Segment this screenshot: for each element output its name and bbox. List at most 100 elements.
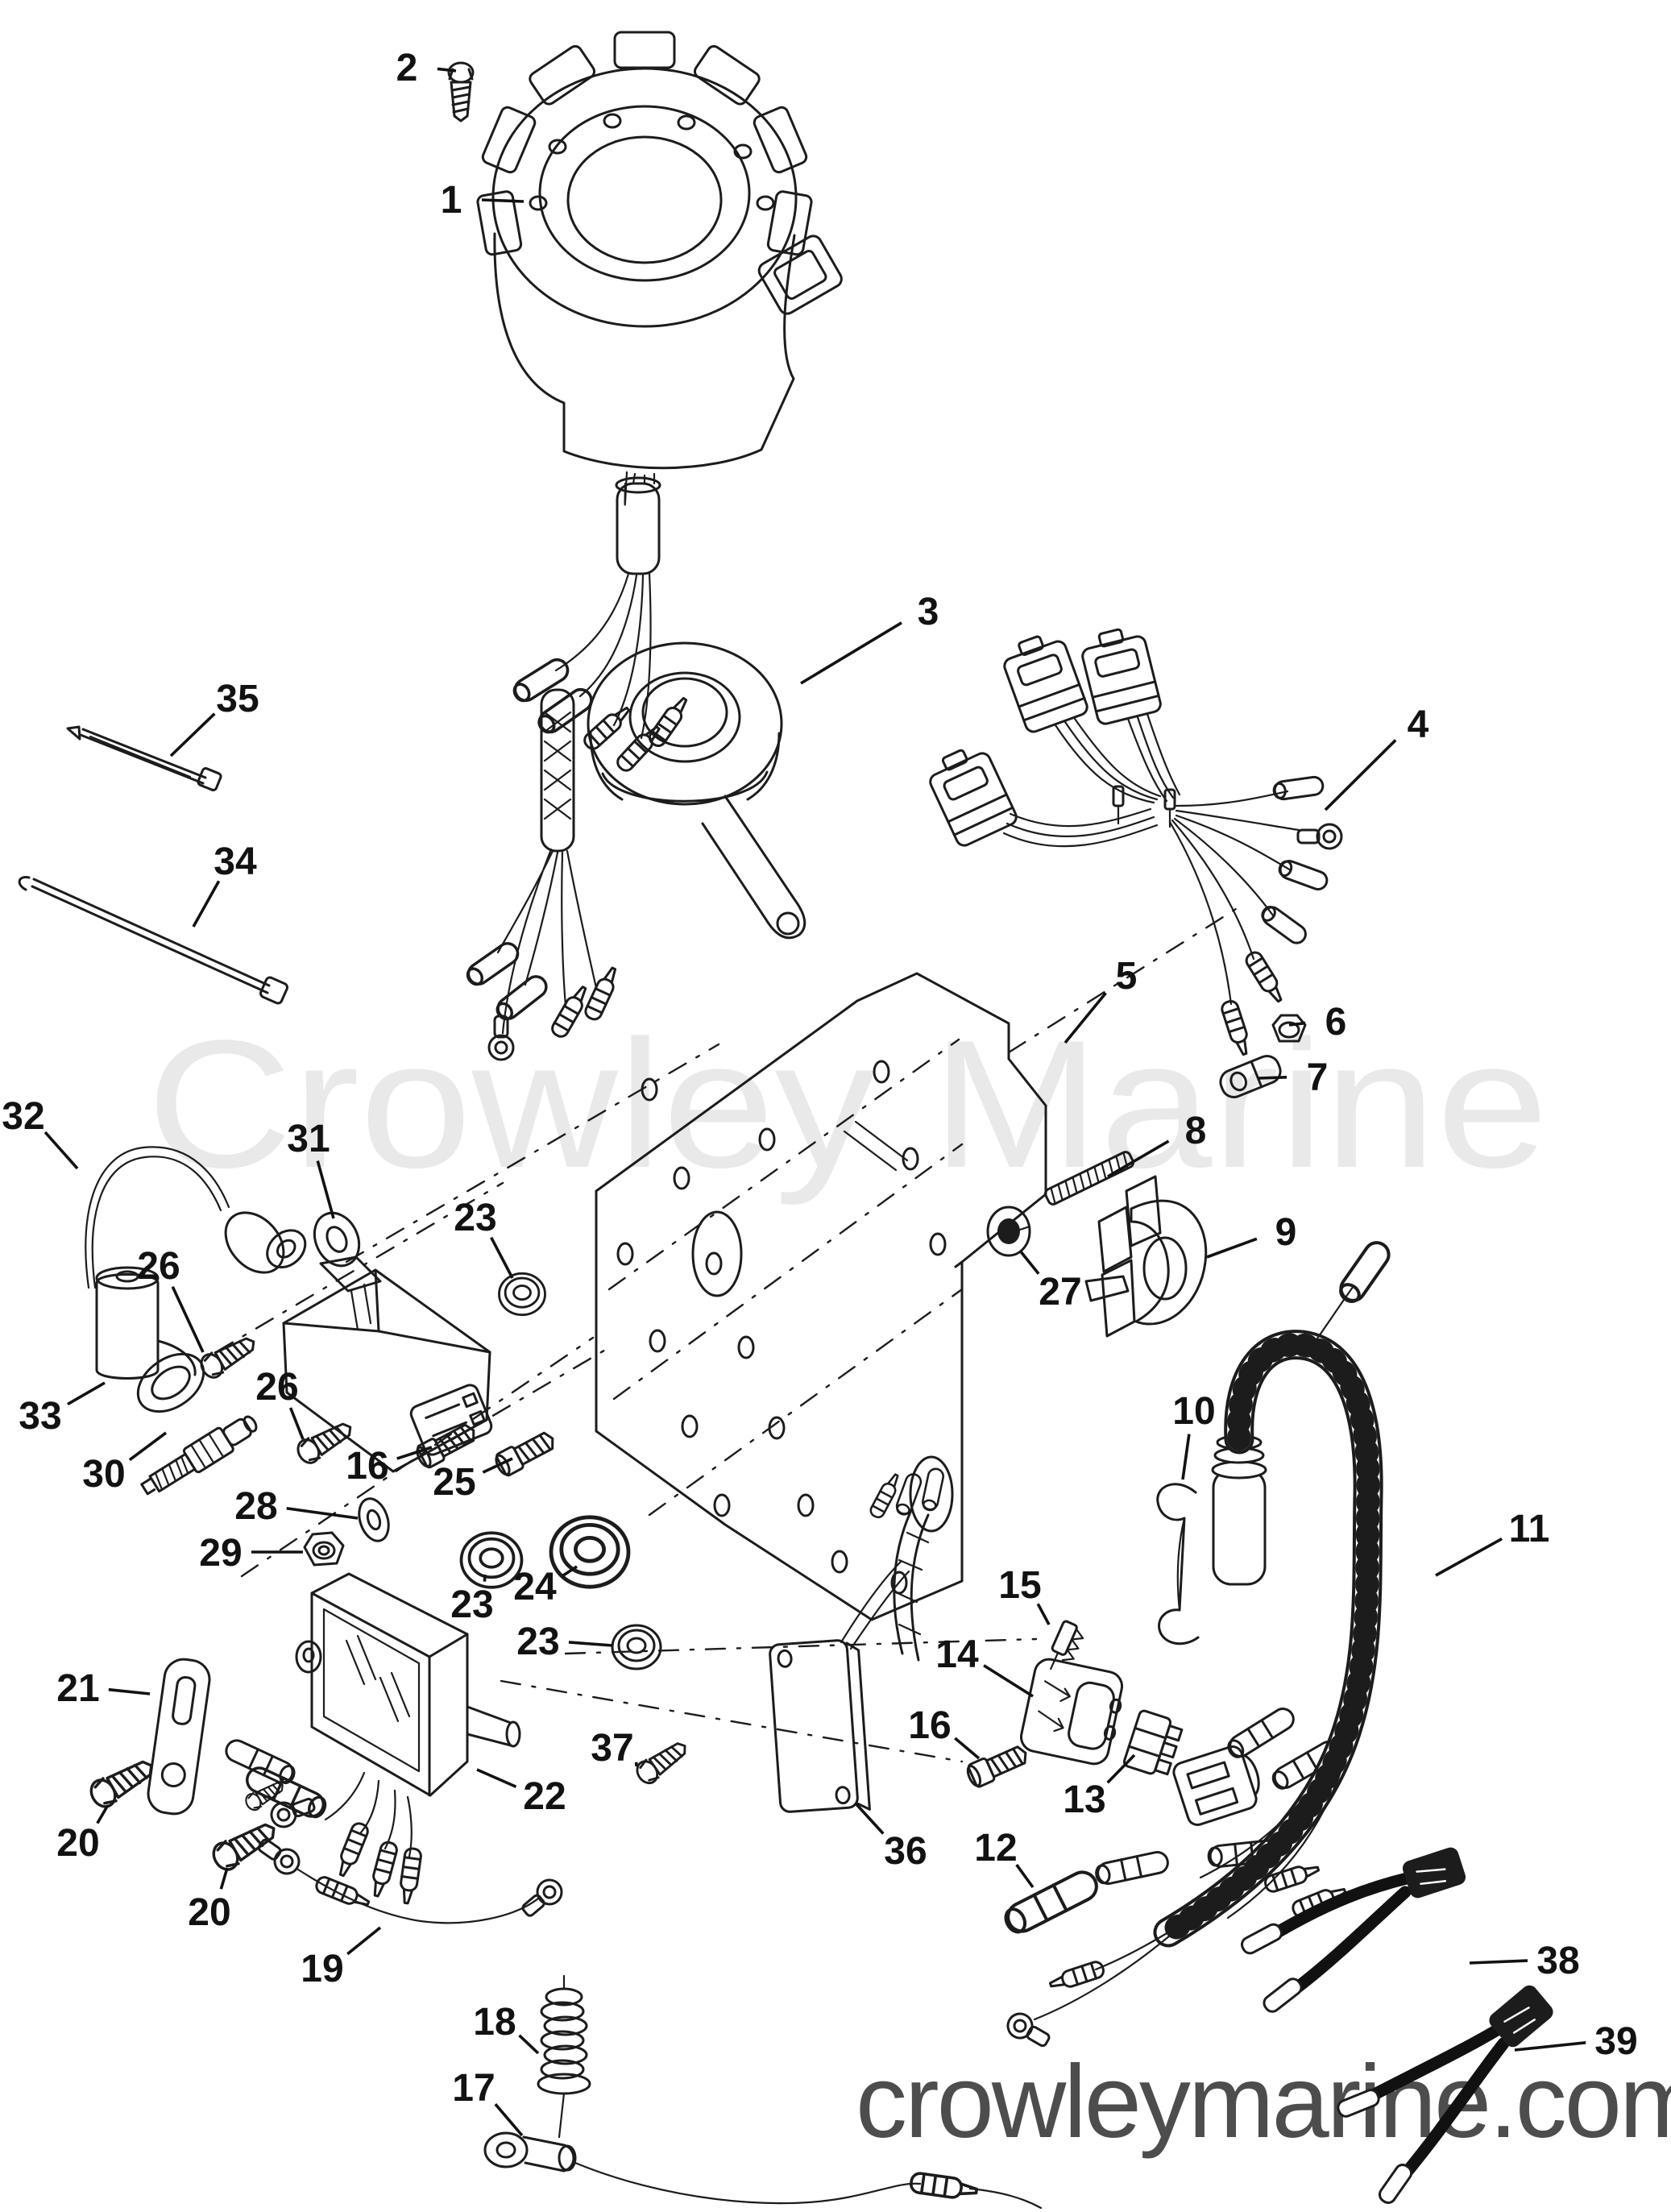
leader-line-32 <box>44 1131 79 1170</box>
screw-20b <box>207 1815 283 1876</box>
leader-line-35 <box>169 712 216 757</box>
guide-lines <box>214 907 1238 1763</box>
callout-4: 4 <box>1408 703 1429 746</box>
callout-3: 3 <box>918 591 939 633</box>
leader-line-33 <box>67 1381 106 1406</box>
callout-16: 16 <box>908 1704 951 1747</box>
ignition-coil <box>282 1211 493 1473</box>
leader-line-30 <box>128 1431 168 1462</box>
leader-line-19 <box>346 1926 382 1956</box>
leader-line-12 <box>1015 1864 1035 1889</box>
ground-wire <box>252 1832 568 1924</box>
stator-assembly <box>476 31 843 775</box>
connector-block <box>1122 1709 1184 1776</box>
callout-12: 12 <box>974 1827 1017 1870</box>
leader-line-26 <box>288 1407 305 1440</box>
callout-39: 39 <box>1594 2020 1637 2063</box>
callout-27: 27 <box>1039 1271 1081 1314</box>
grommet-23a <box>498 1272 546 1317</box>
locknut <box>303 1531 345 1567</box>
callout-22: 22 <box>523 1775 566 1818</box>
cable-tie-34 <box>18 876 288 1005</box>
leader-line-4 <box>1324 739 1397 811</box>
leader-line-28 <box>286 1506 359 1520</box>
callout-35: 35 <box>216 678 259 720</box>
leader-line-39 <box>1514 2041 1586 2052</box>
washer <box>358 1497 390 1542</box>
mounting-plate <box>595 972 1047 1621</box>
leader-line-9 <box>1206 1237 1258 1259</box>
leader-line-11 <box>1435 1538 1503 1577</box>
callout-33: 33 <box>19 1395 61 1438</box>
callout-17: 17 <box>452 2067 495 2110</box>
grommet-23b <box>459 1531 524 1589</box>
callout-2: 2 <box>396 47 418 89</box>
leader-line-38 <box>1469 1959 1528 1965</box>
stator-connector-lug <box>757 234 843 315</box>
screw-20a <box>85 1752 160 1813</box>
leader-line-31 <box>316 1160 335 1219</box>
callout-19: 19 <box>301 1948 343 1990</box>
callout-30: 30 <box>82 1453 125 1496</box>
grommet-23c <box>611 1624 662 1670</box>
bolt-25 <box>491 1426 560 1480</box>
callout-20: 20 <box>188 1891 230 1934</box>
leader-line-17 <box>494 2103 524 2137</box>
plug-boot <box>95 1266 205 1413</box>
callout-32: 32 <box>2 1095 44 1138</box>
leader-line-7 <box>1258 1076 1287 1080</box>
callout-10: 10 <box>1172 1390 1215 1433</box>
callout-1: 1 <box>441 179 462 222</box>
callout-34: 34 <box>214 840 257 883</box>
cable-tie-35 <box>66 725 222 791</box>
callout-20: 20 <box>56 1822 99 1865</box>
leader-line-23 <box>490 1236 514 1279</box>
spark-plug-lead <box>85 1146 307 1289</box>
leader-line-3 <box>800 621 902 685</box>
callout-5: 5 <box>1116 955 1138 998</box>
screw-37 <box>632 1735 693 1788</box>
grommet-24 <box>551 1517 628 1587</box>
callout-11: 11 <box>1509 1508 1550 1550</box>
spark-plug-leads-39 <box>1337 1985 1553 2204</box>
callout-29: 29 <box>199 1532 242 1575</box>
callouts-layer: 1234567891011121314151616171819202021222… <box>2 47 1638 2137</box>
harness-tie-clip <box>1112 785 1125 825</box>
callout-6: 6 <box>1325 1001 1347 1044</box>
callout-38: 38 <box>1536 1940 1579 1982</box>
callout-7: 7 <box>1307 1056 1329 1099</box>
spark-plug <box>140 1415 258 1496</box>
leader-line-34 <box>192 880 221 928</box>
spring <box>537 1974 591 2139</box>
harness-tie-clip <box>1163 788 1176 828</box>
callout-26: 26 <box>137 1245 180 1288</box>
callout-18: 18 <box>473 2001 516 2044</box>
site-logo-text: crowleymarine.com <box>856 2044 1671 2160</box>
leader-line-5 <box>1064 992 1107 1044</box>
callout-9: 9 <box>1275 1211 1297 1254</box>
cable-clamp <box>1084 1175 1208 1338</box>
callout-23: 23 <box>454 1197 496 1239</box>
rectifier <box>769 1466 946 1813</box>
callout-31: 31 <box>287 1118 330 1160</box>
harness-connector <box>1172 1745 1260 1827</box>
callout-8: 8 <box>1185 1110 1207 1152</box>
leader-line-23 <box>483 1574 487 1582</box>
callout-28: 28 <box>234 1485 277 1528</box>
leader-line-14 <box>983 1664 1034 1698</box>
leader-line-24 <box>562 1565 578 1577</box>
adapter-harness <box>922 622 1343 1058</box>
leader-line-23 <box>568 1641 613 1647</box>
callout-13: 13 <box>1063 1778 1105 1821</box>
leader-line-20 <box>96 1804 110 1824</box>
switch-box <box>222 1572 521 1906</box>
callout-26: 26 <box>255 1366 298 1409</box>
callout-23: 23 <box>516 1621 559 1663</box>
spark-plug-leads-38 <box>1241 1847 1466 2013</box>
leader-line-22 <box>476 1768 517 1788</box>
leader-line-1 <box>481 198 525 203</box>
leader-line-15 <box>1036 1603 1051 1625</box>
ground-strap <box>483 2131 1043 2210</box>
